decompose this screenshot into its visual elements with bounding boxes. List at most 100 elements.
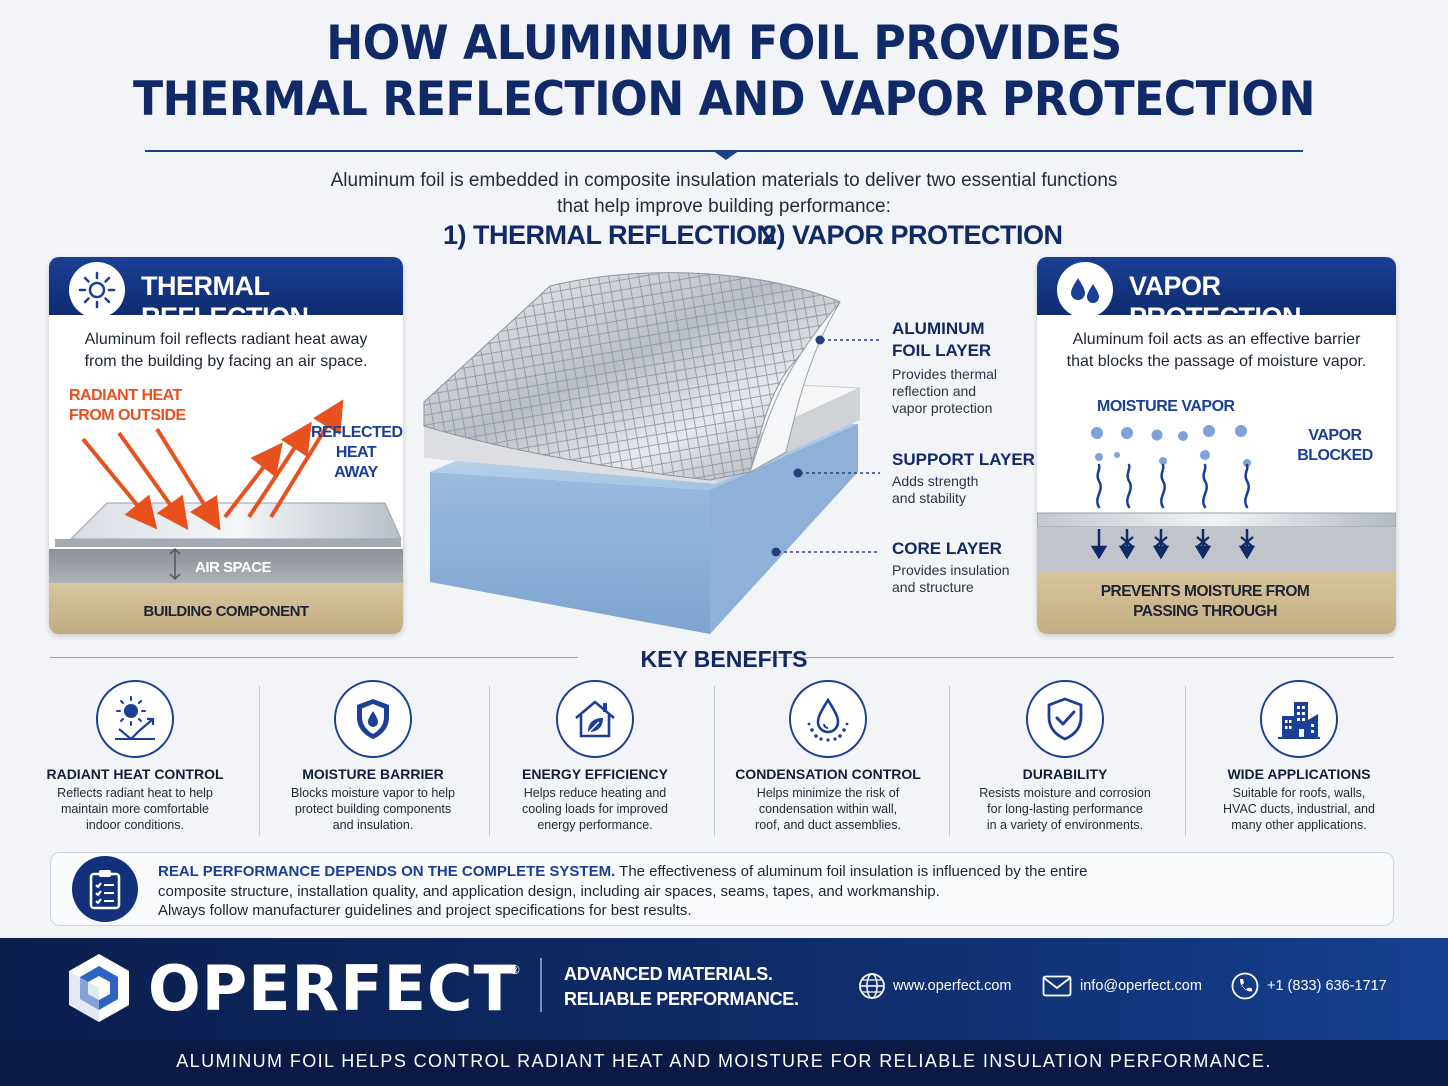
page-title-line2: THERMAL REFLECTION AND VAPOR PROTECTION [132,72,1316,127]
system-note-text: REAL PERFORMANCE DEPENDS ON THE COMPLETE… [158,862,1368,921]
benefit-description: Helps reduce heating and cooling loads f… [490,785,700,833]
moisture-vapor-label: MOISTURE VAPOR [1097,398,1235,415]
benefit-desc-line: in a variety of environments. [986,818,1144,832]
foil-layer-title1: ALUMINUM [892,319,985,338]
key-benefits-title: KEY BENEFITS [640,646,808,672]
buildings-icon [1260,680,1338,758]
benefit-radiant-heat-control: RADIANT HEAT CONTROL Reflects radiant he… [18,678,252,838]
benefit-description: Helps minimize the risk of condensation … [723,785,933,833]
core-layer-desc2: and structure [892,579,974,595]
layer-label-foil: ALUMINUM FOIL LAYER Provides thermal ref… [892,318,997,417]
benefit-desc-line: many other applications. [1231,818,1367,832]
benefit-description: Reflects radiant heat to help maintain m… [30,785,240,833]
website-link[interactable]: www.operfect.com [893,978,1012,994]
intro-text: Aluminum foil is embedded in composite i… [0,168,1448,220]
benefit-description: Blocks moisture vapor to help protect bu… [268,785,478,833]
radiant-heat-label: RADIANT HEAT FROM OUTSIDE [69,386,186,426]
phone-link[interactable]: +1 (833) 636-1717 [1267,978,1387,994]
vapor-panel-description: Aluminum foil acts as an effective barri… [1037,329,1396,373]
thermal-panel-header: THERMAL REFLECTION [49,257,403,332]
support-layer-desc2: and stability [892,490,966,506]
intro-line2: that help improve building performance: [557,196,891,217]
footer-bottom-bar [0,1040,1448,1086]
support-layer-desc1: Adds strength [892,473,979,489]
operfect-logo-icon [69,954,129,1022]
benefit-desc-line: maintain more comfortable [61,802,209,816]
intro-line1: Aluminum foil is embedded in composite i… [330,170,1118,191]
thermal-panel-title: THERMAL REFLECTION [141,271,309,332]
benefit-title: MOISTURE BARRIER [302,766,444,782]
tagline-line1: ADVANCED MATERIALS. [564,964,773,984]
benefit-desc-line: for long-lasting performance [987,802,1143,816]
reflected-line2: HEAT [335,444,377,461]
benefit-desc-line: energy performance. [537,818,653,832]
thermal-panel-description: Aluminum foil reflects radiant heat away… [49,329,403,373]
house-leaf-icon [556,680,634,758]
function-2-label: 2) VAPOR PROTECTION [762,220,1063,250]
thermal-desc-line2: from the building by facing an air space… [84,353,368,370]
system-note-box [50,852,1394,926]
globe-icon [859,973,885,999]
page-title-line1: HOW ALUMINUM FOIL PROVIDES [326,16,1122,71]
benefit-desc-line: Reflects radiant heat to help [57,786,213,800]
prevents-line1: PREVENTS MOISTURE FROM [1100,583,1310,600]
reflected-line3: AWAY [334,464,378,481]
benefit-condensation-control: CONDENSATION CONTROL Helps minimize the … [711,678,945,838]
email-link[interactable]: info@operfect.com [1080,978,1202,994]
brand-registered-mark: ® [510,962,520,977]
benefit-separator [489,686,490,836]
benefit-description: Resists moisture and corrosion for long-… [960,785,1170,833]
benefit-moisture-barrier: MOISTURE BARRIER Blocks moisture vapor t… [256,678,490,838]
footer-separator [540,958,542,1012]
benefit-title: WIDE APPLICATIONS [1227,766,1371,782]
benefit-desc-line: Helps minimize the risk of [756,786,900,800]
support-layer-title: SUPPORT LAYER [892,450,1035,469]
reflected-heat-label: REFLECTED HEAT AWAY [311,423,403,483]
air-space-label: AIR SPACE [195,559,272,576]
water-drops-icon [1057,262,1113,318]
title-divider-notch [712,150,740,160]
radiant-heat-line2: FROM OUTSIDE [69,407,186,424]
benefit-separator [1185,686,1186,836]
shield-check-icon [1026,680,1104,758]
system-note-heading: REAL PERFORMANCE DEPENDS ON THE COMPLETE… [158,863,616,880]
vapor-desc-line1: Aluminum foil acts as an effective barri… [1072,331,1361,348]
benefit-title: DURABILITY [1022,766,1108,782]
reflected-line1: REFLECTED [311,424,403,441]
foil-layer-title2: FOIL LAYER [892,341,992,360]
radiant-heat-line1: RADIANT HEAT [69,387,182,404]
sun-icon [69,262,125,318]
system-note-line3: Always follow manufacturer guidelines an… [158,902,692,919]
shield-drop-icon [334,680,412,758]
benefit-desc-line: protect building components [294,802,452,816]
benefit-desc-line: Helps reduce heating and [523,786,667,800]
benefit-energy-efficiency: ENERGY EFFICIENCY Helps reduce heating a… [478,678,712,838]
tagline-line2: RELIABLE PERFORMANCE. [564,989,799,1009]
brand-name: OPERFECT [148,952,517,1025]
system-note-line1: The effectiveness of aluminum foil insul… [615,863,1088,880]
benefit-desc-line: condensation within wall, [758,802,898,816]
benefit-durability: DURABILITY Resists moisture and corrosio… [948,678,1182,838]
core-layer-desc1: Provides insulation [892,562,1010,578]
function-1-label: 1) THERMAL REFLECTION [443,220,776,250]
system-note-line2: composite structure, installation qualit… [158,882,940,900]
benefit-desc-line: and insulation. [332,818,414,832]
benefit-desc-line: Suitable for roofs, walls, [1232,786,1366,800]
prevents-line2: PASSING THROUGH [1133,603,1277,620]
phone-icon [1231,972,1259,1000]
droplet-icon [789,680,867,758]
benefit-separator [259,686,260,836]
vapor-protection-panel: VAPOR PROTECTION Aluminum foil acts as a… [1037,257,1396,634]
layer-label-core: CORE LAYER Provides insulation and struc… [892,538,1010,596]
benefit-separator [949,686,950,836]
vapor-panel-title: VAPOR PROTECTION [1129,271,1302,332]
foil-layer-desc1: Provides thermal [892,366,998,382]
foil-layer-desc3: vapor protection [892,400,993,416]
benefit-desc-line: Resists moisture and corrosion [979,786,1151,800]
key-benefits-rule-left [50,657,578,658]
email-icon [1042,975,1072,997]
benefit-title: ENERGY EFFICIENCY [522,766,668,782]
vapor-blocked-line2: BLOCKED [1297,447,1373,464]
building-component-label: BUILDING COMPONENT [143,603,309,620]
benefit-description: Suitable for roofs, walls, HVAC ducts, i… [1194,785,1404,833]
